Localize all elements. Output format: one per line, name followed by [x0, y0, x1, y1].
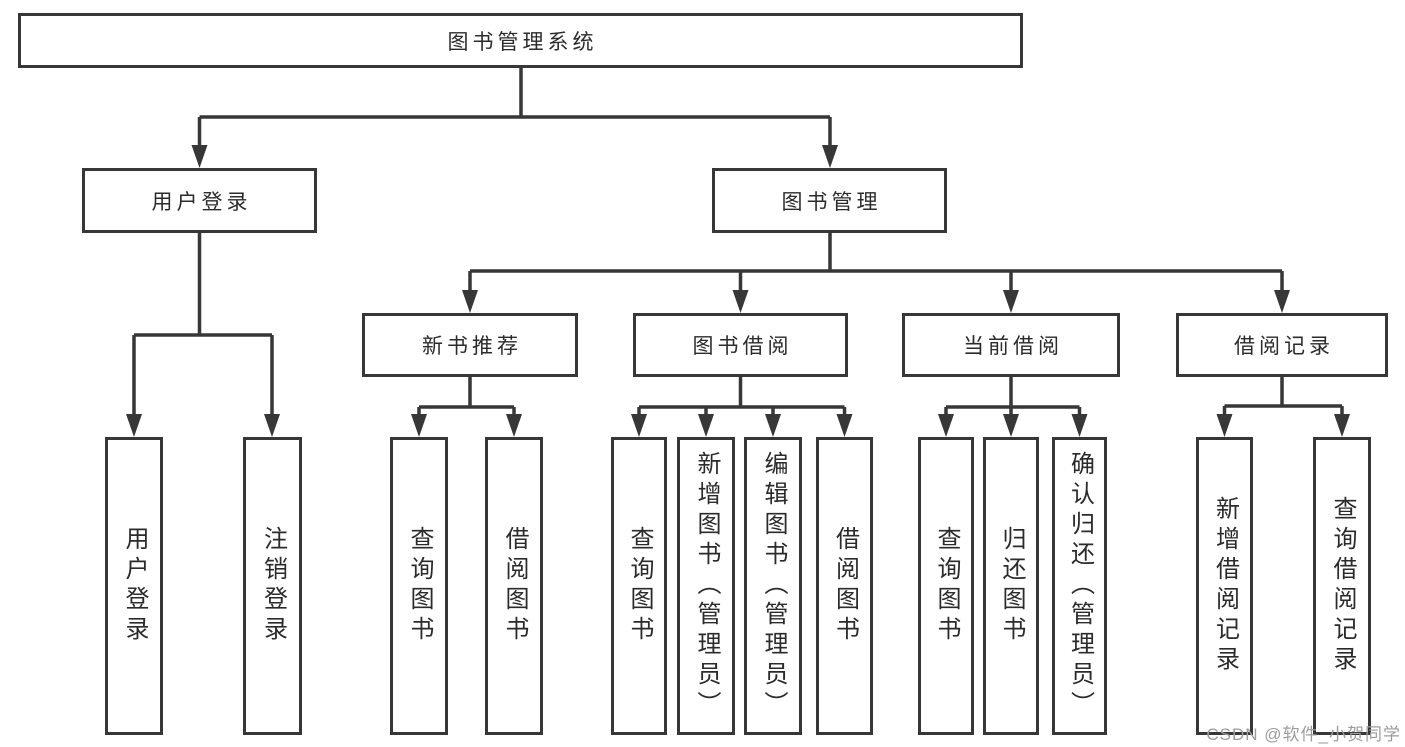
- leaf-query-books-current: 查询图书: [918, 437, 974, 735]
- leaf-return-books: 归还图书: [983, 437, 1039, 735]
- node-book-borrow: 图书借阅: [633, 313, 848, 377]
- leaf-add-books-admin: 新增图书（管理员）: [677, 437, 735, 735]
- leaf-borrow-books-recommend: 借阅图书: [485, 437, 543, 735]
- node-current-borrow: 当前借阅: [902, 313, 1120, 377]
- leaf-borrow-books: 借阅图书: [816, 437, 873, 735]
- node-root-system: 图书管理系统: [18, 13, 1023, 68]
- node-borrow-records: 借阅记录: [1176, 313, 1388, 377]
- leaf-edit-books-admin: 编辑图书（管理员）: [744, 437, 802, 735]
- node-user-login: 用户登录: [82, 168, 317, 233]
- node-book-management: 图书管理: [712, 168, 947, 233]
- csdn-watermark: CSDN @软件_小贺同学: [1206, 725, 1401, 744]
- leaf-query-books-borrow: 查询图书: [611, 437, 667, 735]
- leaf-add-borrow-record: 新增借阅记录: [1196, 437, 1253, 735]
- leaf-logout: 注销登录: [243, 437, 302, 735]
- leaf-query-borrow-record: 查询借阅记录: [1313, 437, 1371, 735]
- leaf-query-books-recommend: 查询图书: [390, 437, 448, 735]
- node-new-book-recommend: 新书推荐: [362, 313, 578, 377]
- leaf-confirm-return-admin: 确认归还（管理员）: [1052, 437, 1107, 735]
- leaf-user-login: 用户登录: [105, 437, 163, 735]
